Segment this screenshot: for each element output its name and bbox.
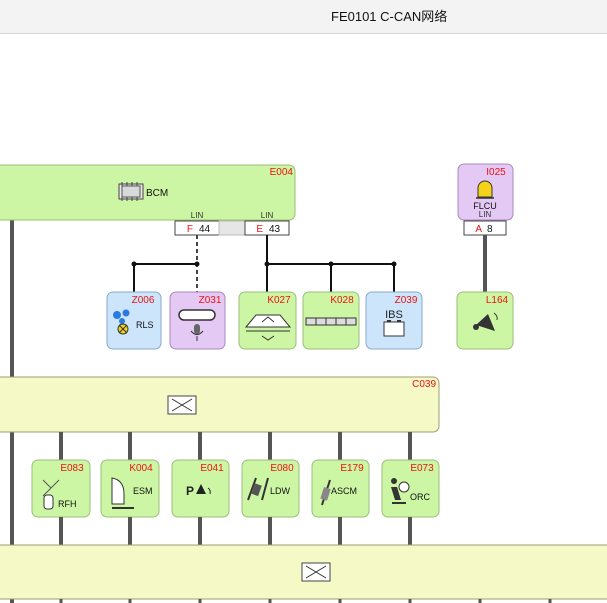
- svg-text:E: E: [256, 224, 263, 235]
- module-k004[interactable]: K004 ESM: [100, 459, 160, 518]
- svg-text:E179: E179: [340, 463, 364, 474]
- gateway-c039[interactable]: C039: [0, 376, 440, 433]
- lane-departure-icon: [247, 477, 269, 501]
- bottom-ticks: [59, 599, 552, 603]
- module-e083[interactable]: E083 RFH: [31, 459, 91, 518]
- svg-text:RFH: RFH: [58, 499, 77, 509]
- shock-absorber-icon: [320, 479, 331, 506]
- svg-text:ESM: ESM: [133, 486, 153, 496]
- sunshade-icon: [305, 317, 357, 326]
- can-bus-icon: [301, 562, 331, 582]
- svg-text:IBS: IBS: [385, 309, 403, 321]
- seat-icon: [111, 477, 134, 509]
- svg-text:E041: E041: [200, 463, 224, 474]
- mirror-microphone-icon: [178, 309, 216, 341]
- svg-text:ORC: ORC: [410, 492, 431, 502]
- module-z031[interactable]: Z031: [169, 291, 226, 350]
- svg-text:A: A: [475, 224, 482, 235]
- svg-text:K027: K027: [267, 295, 291, 306]
- module-code: I025: [486, 167, 506, 178]
- module-flcu[interactable]: I025 FLCU: [457, 163, 514, 221]
- horn-icon: [473, 312, 498, 331]
- parking-assist-icon: P: [186, 484, 211, 498]
- module-name: BCM: [146, 188, 168, 199]
- svg-text:LIN: LIN: [261, 211, 274, 220]
- svg-text:LIN: LIN: [191, 211, 204, 220]
- svg-text:P: P: [186, 484, 194, 498]
- lamp-icon: [476, 180, 494, 199]
- svg-text:K004: K004: [129, 463, 153, 474]
- ecu-chip-icon: [118, 182, 144, 201]
- module-e080[interactable]: E080 LDW: [241, 459, 300, 518]
- svg-text:F: F: [187, 224, 193, 235]
- module-k028[interactable]: K028: [302, 291, 360, 350]
- can-drops-row3: [59, 517, 412, 545]
- can-bus-icon: [167, 395, 197, 415]
- svg-text:C039: C039: [412, 379, 436, 390]
- svg-text:LDW: LDW: [270, 486, 291, 496]
- svg-text:Z039: Z039: [395, 295, 418, 306]
- svg-text:Z006: Z006: [132, 295, 155, 306]
- airbag-icon: [391, 478, 410, 504]
- svg-text:K028: K028: [330, 295, 354, 306]
- key-fob-icon: [42, 479, 60, 510]
- title-bar: FE0101 C-CAN网络: [0, 0, 607, 34]
- svg-text:E083: E083: [60, 463, 84, 474]
- svg-text:44: 44: [199, 224, 211, 235]
- module-code: E004: [270, 167, 294, 178]
- svg-text:LIN: LIN: [479, 210, 492, 219]
- sunroof-icon: [244, 314, 292, 341]
- battery-sensor-icon: IBS: [383, 309, 405, 337]
- gateway-bottom[interactable]: [0, 544, 607, 600]
- module-name: FLCU: [473, 201, 497, 211]
- module-k027[interactable]: K027: [238, 291, 297, 350]
- lin-wiring-1: [133, 235, 198, 292]
- module-z039[interactable]: Z039 IBS: [365, 291, 423, 350]
- svg-text:43: 43: [269, 224, 281, 235]
- svg-text:E073: E073: [410, 463, 434, 474]
- svg-text:E080: E080: [270, 463, 294, 474]
- module-z006[interactable]: Z006 RLS: [106, 291, 162, 350]
- svg-text:8: 8: [487, 224, 493, 235]
- module-l164[interactable]: L164: [456, 291, 514, 350]
- rain-light-sensor-icon: [113, 309, 130, 335]
- svg-text:L164: L164: [486, 295, 509, 306]
- module-e179[interactable]: E179 ASCM: [311, 459, 370, 518]
- svg-text:ASCM: ASCM: [331, 486, 357, 496]
- module-bcm[interactable]: E004 BCM: [0, 164, 296, 221]
- module-e073[interactable]: E073 ORC: [381, 459, 440, 518]
- can-drops-row2: [59, 432, 412, 460]
- page-title: FE0101 C-CAN网络: [331, 9, 448, 24]
- module-e041[interactable]: E041 P: [171, 459, 230, 518]
- svg-text:Z031: Z031: [199, 295, 222, 306]
- svg-text:RLS: RLS: [136, 320, 154, 330]
